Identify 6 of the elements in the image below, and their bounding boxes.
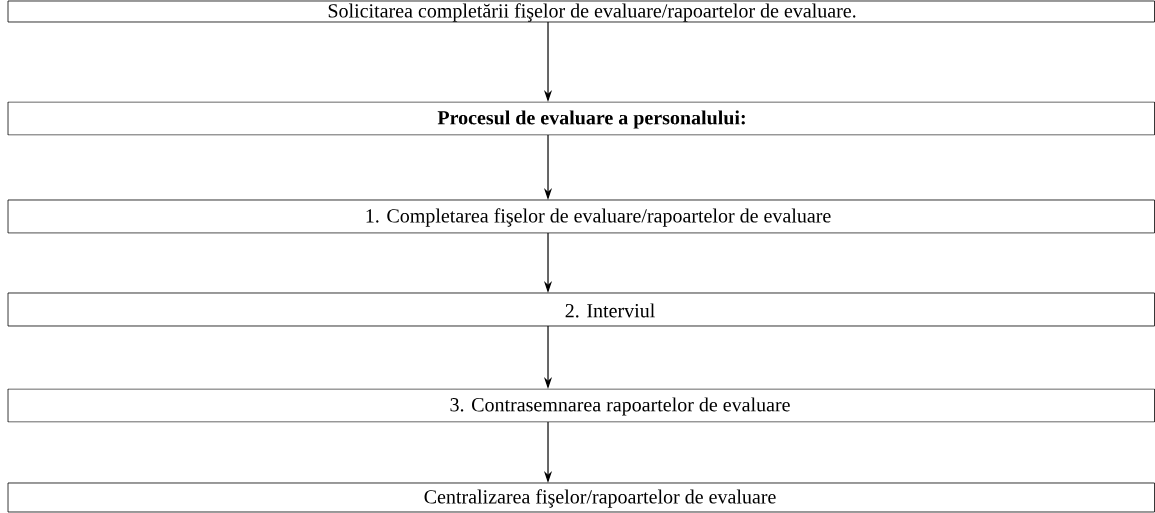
process-box: 1. Completarea fişelor de evaluare/rapoartelor de evaluare xyxy=(7,199,1155,234)
process-box: Centralizarea fişelor/rapoartelor de evaluare xyxy=(7,482,1155,513)
process-box: Procesul de evaluare a personalului: xyxy=(7,101,1155,136)
process-box: Solicitarea completării fişelor de evaluare/rapoartelor de evaluare. xyxy=(7,0,1155,23)
process-box: 3. Contrasemnarea rapoartelor de evaluare xyxy=(7,388,1155,423)
process-box: 2. Interviul xyxy=(7,292,1155,327)
